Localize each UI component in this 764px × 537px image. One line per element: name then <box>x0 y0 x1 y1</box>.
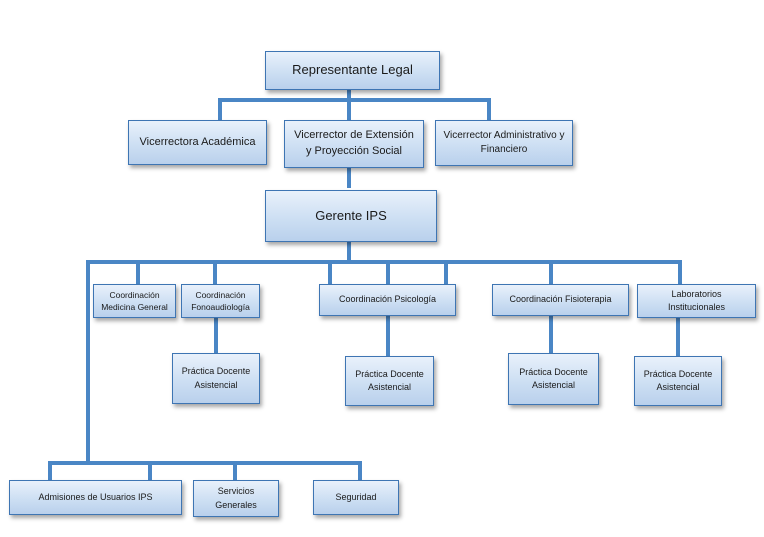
practica-psicologia-box: Práctica Docente Asistencial <box>345 356 434 406</box>
gerente-ips-box: Gerente IPS <box>265 190 437 242</box>
practica-laboratorios-box: Práctica Docente Asistencial <box>634 356 722 406</box>
admisiones-usuarios-box: Admisiones de Usuarios IPS <box>9 480 182 515</box>
representante-legal-box: Representante Legal <box>265 51 440 90</box>
coordinacion-medicina-box: Coordinación Medicina General <box>93 284 176 318</box>
practica-fonoaudiologia-box: Práctica Docente Asistencial <box>172 353 260 404</box>
servicios-generales-box: Servicios Generales <box>193 480 279 517</box>
coordinacion-psicologia-box: Coordinación Psicología <box>319 284 456 316</box>
vicerrector-administrativo-box: Vicerrector Administrativo y Financiero <box>435 120 573 166</box>
laboratorios-institucionales-box: Laboratorios Institucionales <box>637 284 756 318</box>
coordinacion-fonoaudiologia-box: Coordinación Fonoaudiología <box>181 284 260 318</box>
practica-fisioterapia-box: Práctica Docente Asistencial <box>508 353 599 405</box>
vicerrectora-academica-box: Vicerrectora Académica <box>128 120 267 165</box>
coordinacion-fisioterapia-box: Coordinación Fisioterapia <box>492 284 629 316</box>
vicerrector-extension-box: Vicerrector de Extensión y Proyección So… <box>284 120 424 168</box>
seguridad-box: Seguridad <box>313 480 399 515</box>
